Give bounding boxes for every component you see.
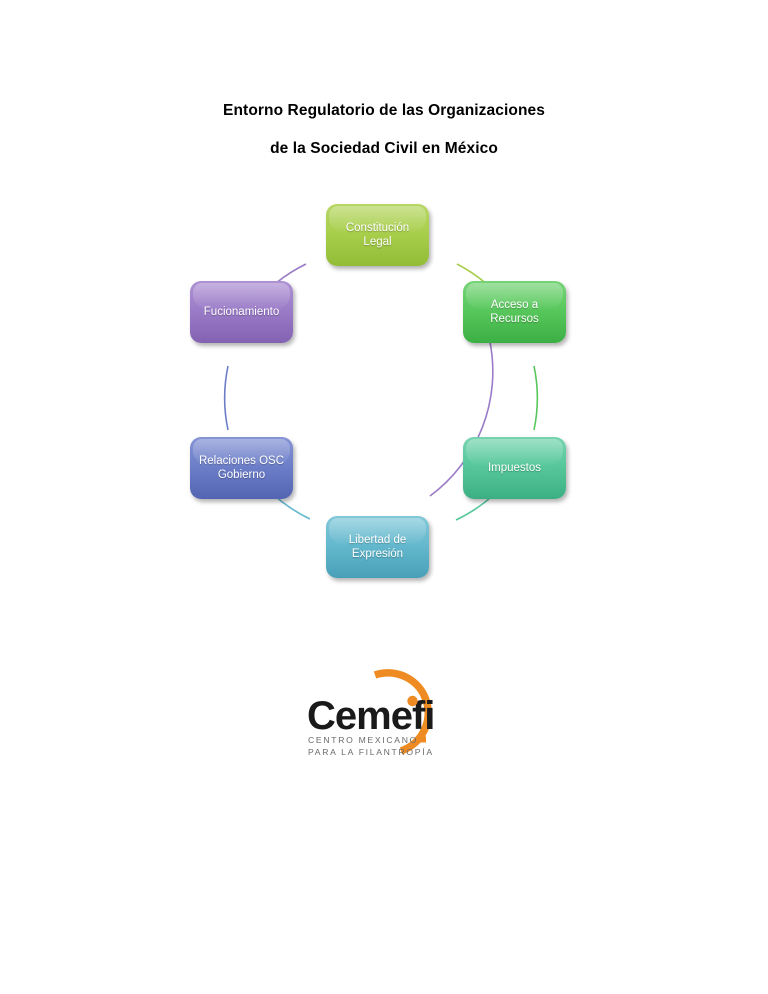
diagram-node-fucionamiento[interactable]: Fucionamiento [190,281,293,343]
diagram-node-impuestos[interactable]: Impuestos [463,437,566,499]
logo-orange-arc-icon [373,669,432,755]
logo-tagline-line-2: PARA LA FILANTROPÍA [308,747,434,757]
page-title-line-1: Entorno Regulatorio de las Organizacione… [223,102,545,120]
arc-relaciones-to-fucionamiento [223,365,229,431]
diagram-node-label: Impuestos [487,461,542,474]
logo-tagline-line-1: CENTRO MEXICANO [308,735,418,745]
logo-i-dot-icon [407,695,418,707]
cemefi-logo: Cemefi CENTRO MEXICANO PARA LA FILANTROP… [305,663,465,763]
cemefi-logo-mark: Cemefi CENTRO MEXICANO PARA LA FILANTROP… [307,669,435,757]
page-title-line-2: de la Sociedad Civil en México [270,140,498,158]
diagram-node-label: Fucionamiento [203,305,280,318]
arc-acceso-to-impuestos [533,365,539,431]
logo-tagline-square-icon [419,736,426,743]
page-title: Entorno Regulatorio de las Organizacione… [0,92,768,168]
arc-fucionamiento-to-constitucion [429,341,494,497]
